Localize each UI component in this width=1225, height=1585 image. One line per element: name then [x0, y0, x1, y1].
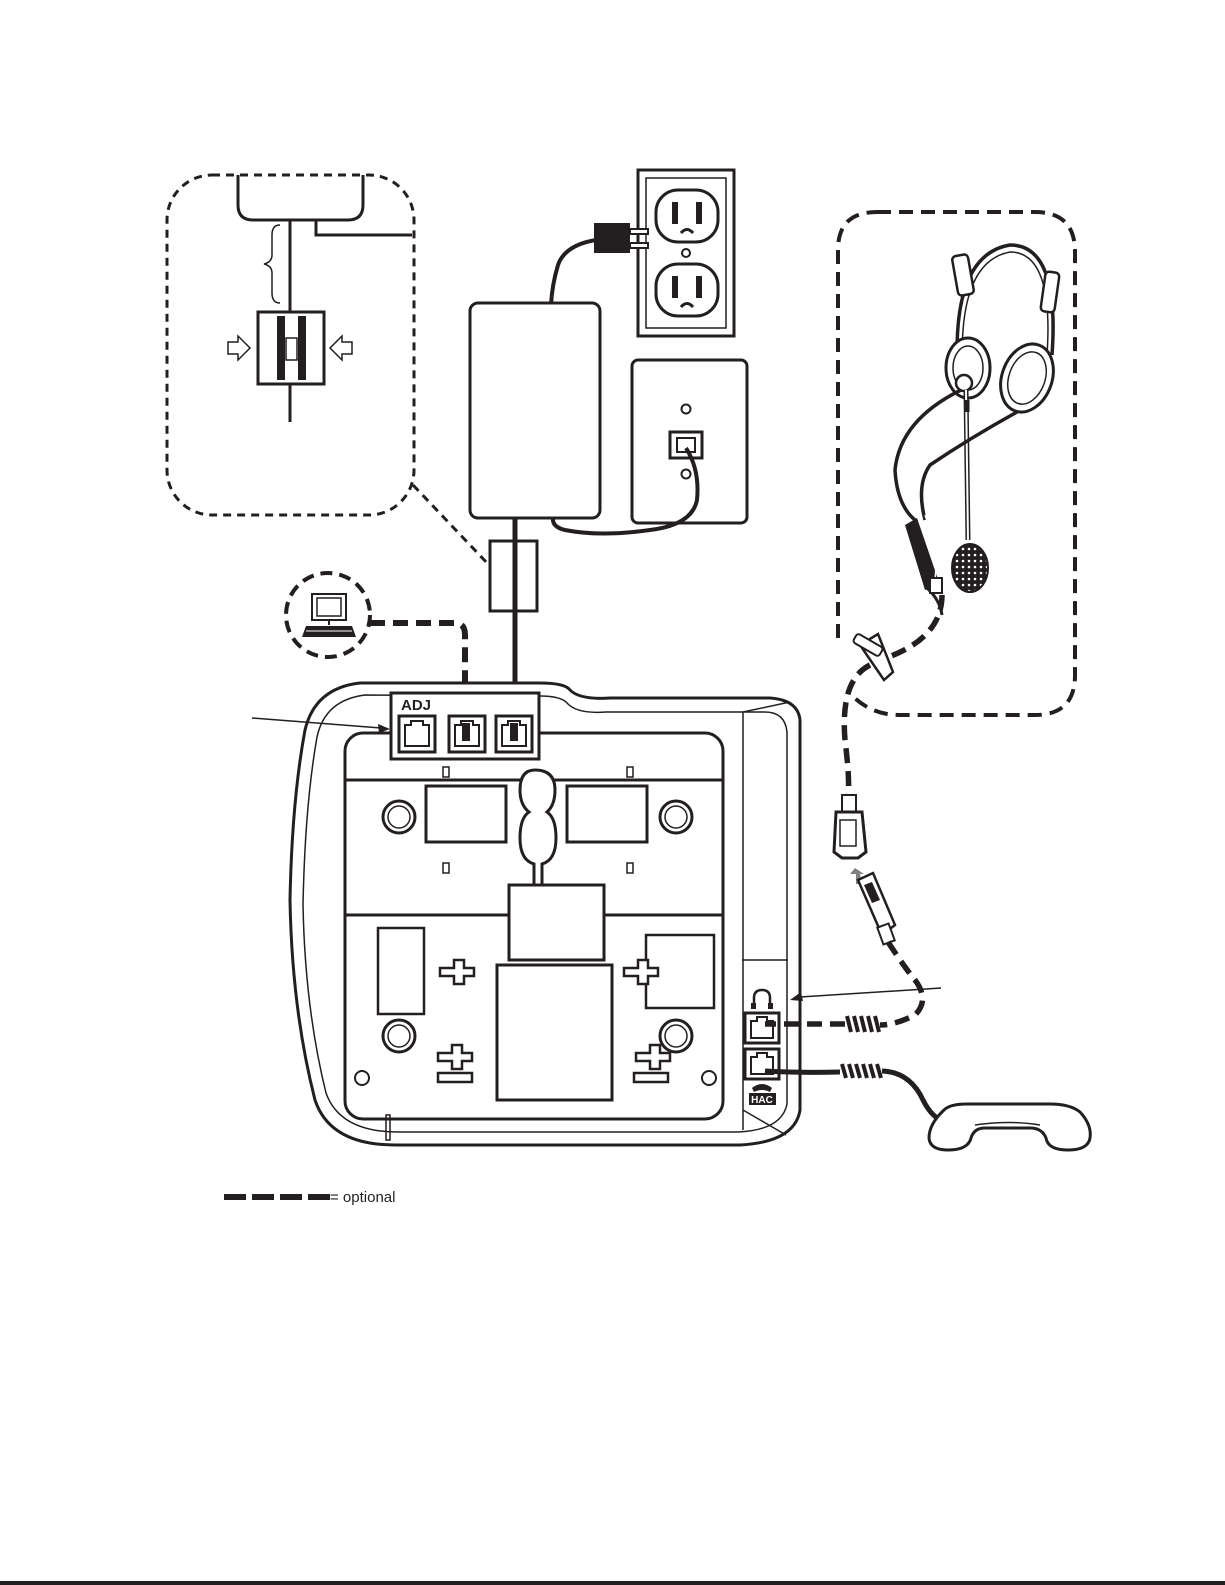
legend: = optional: [224, 1189, 395, 1206]
rear-jack-panel: ADJ: [252, 693, 539, 759]
legend-optional-label: = optional: [330, 1189, 395, 1206]
adj-port-label: ADJ: [401, 697, 431, 714]
computer-icon: [286, 573, 370, 657]
hac-label: HAC: [751, 1095, 773, 1106]
power-outlet-icon: [638, 170, 734, 336]
power-adapter: [470, 223, 648, 518]
ferrite-core-detail: [167, 175, 489, 565]
adj-port: [399, 716, 435, 752]
page-bottom-rule: [0, 1581, 1225, 1585]
headset-icon: [895, 245, 1062, 615]
phone-base: [290, 683, 800, 1145]
handset: [765, 1064, 1090, 1150]
quick-disconnect-connector: [834, 795, 895, 945]
